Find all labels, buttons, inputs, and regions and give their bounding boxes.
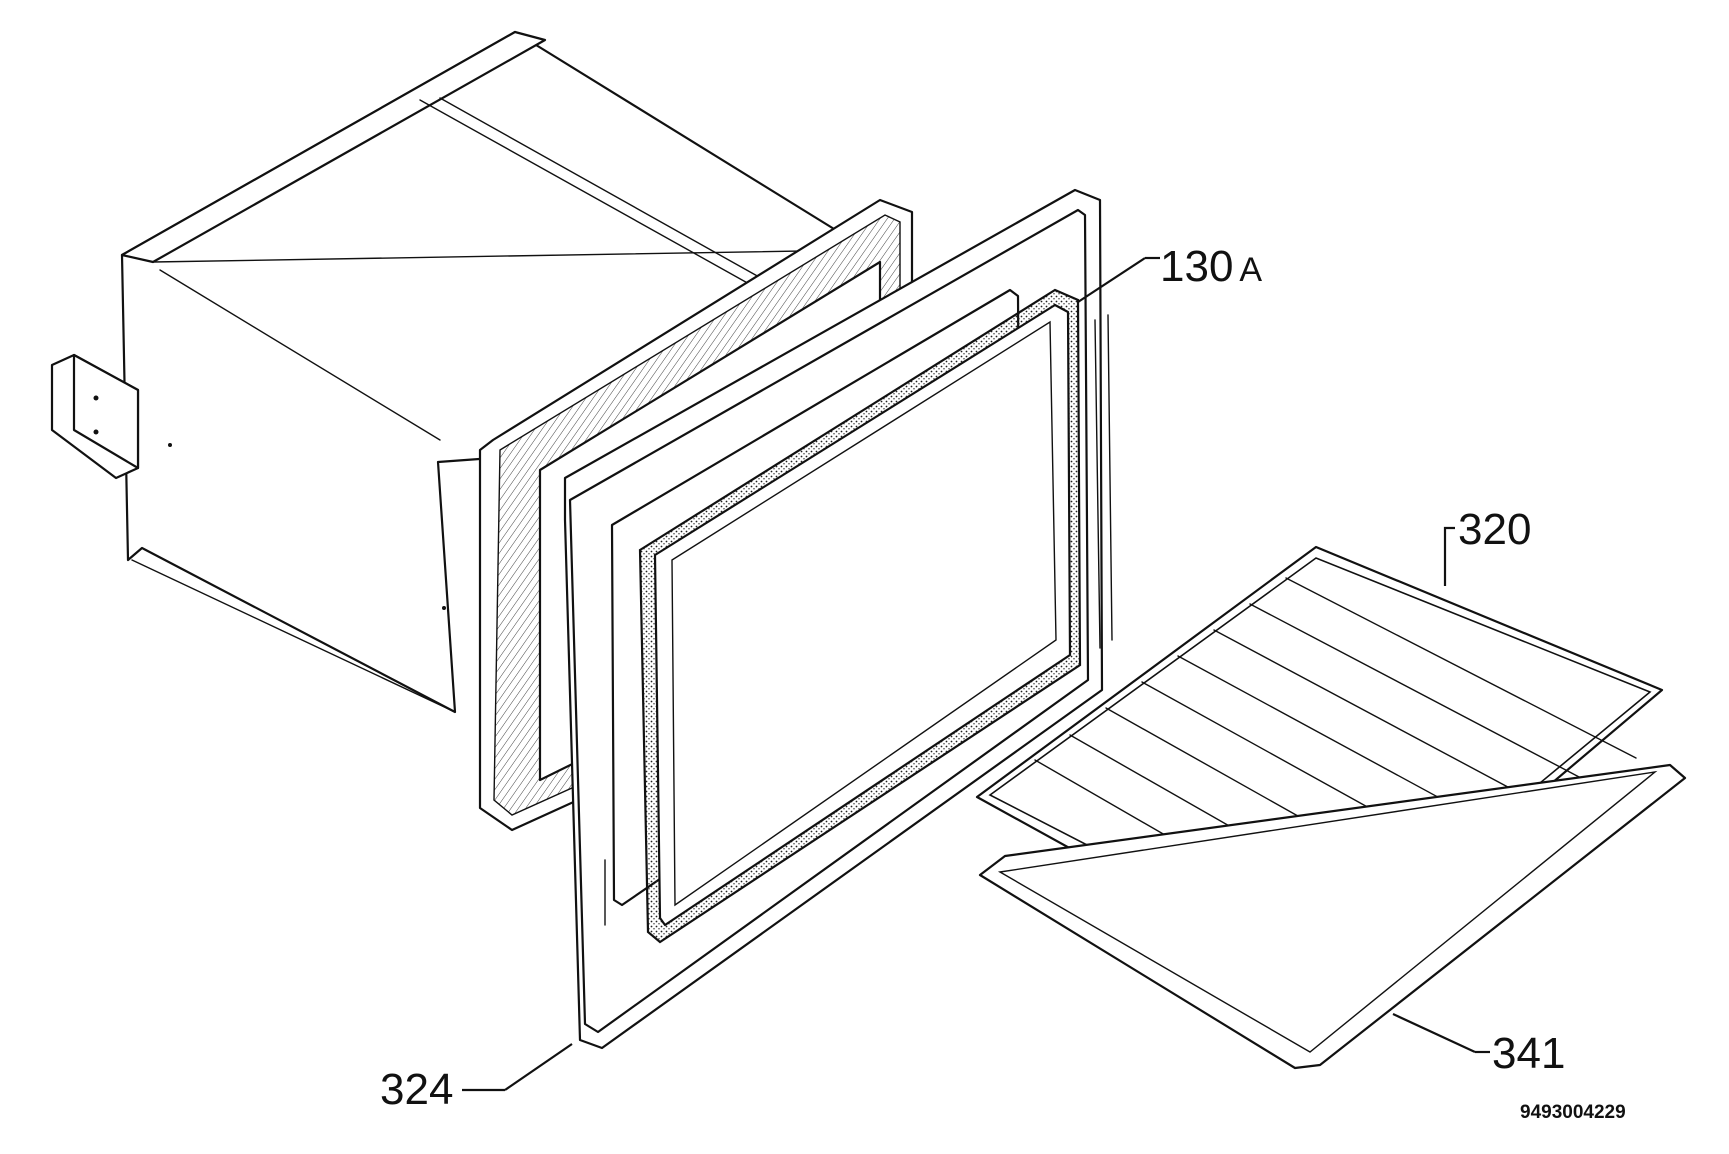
leader-341 [1392,1013,1476,1053]
leader-130a [1077,257,1146,303]
document-number: 9493004229 [1520,1102,1626,1123]
side-bracket [50,353,446,610]
callout-320: 320 [1458,505,1532,554]
baking-tray [978,763,1687,1070]
callout-130a-suffix: A [1239,251,1263,289]
callout-130a-number: 130 [1160,242,1234,291]
callout-324: 324 [380,1065,454,1114]
door-seal [638,288,1082,944]
leader-324 [504,1043,573,1091]
callout-341: 341 [1492,1029,1566,1078]
leader-320 [1443,526,1455,586]
